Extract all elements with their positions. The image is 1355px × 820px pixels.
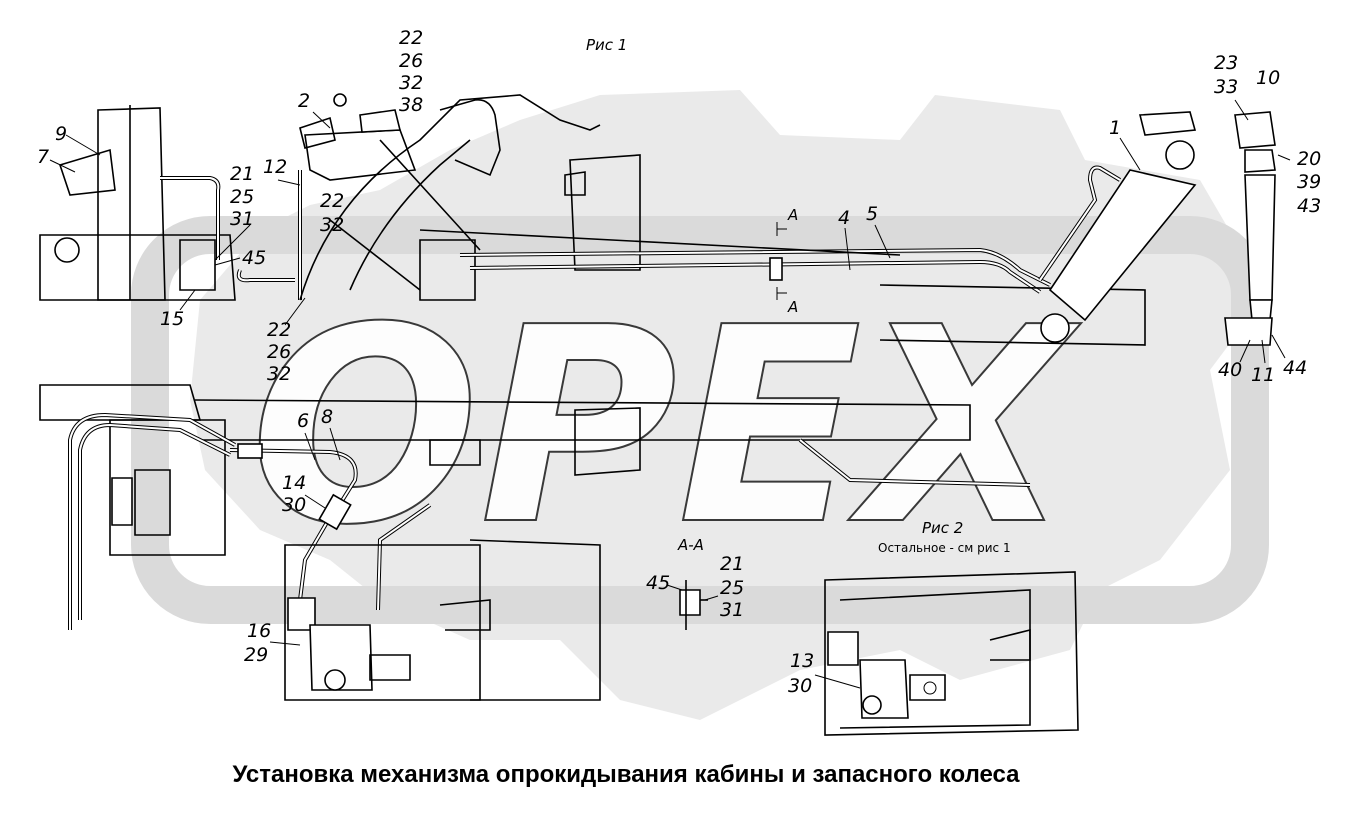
callout-22b: 22: [320, 190, 344, 212]
callout-16: 16: [247, 620, 271, 642]
callout-21: 21: [230, 163, 254, 185]
section-aa-callout-31: 31: [720, 599, 744, 621]
caption-figure2: Рис 2: [922, 519, 963, 537]
section-aa-drawing: [679, 580, 708, 630]
section-marker: A A: [776, 206, 798, 316]
callout-26: 26: [399, 50, 423, 72]
watermark: ОРЕХ: [131, 90, 1269, 720]
callout-40: 40: [1218, 359, 1242, 381]
callout-2: 2: [298, 90, 310, 112]
callout-23: 23: [1214, 52, 1238, 74]
callout-9: 9: [55, 123, 67, 145]
callout-29: 29: [244, 644, 268, 666]
callout-45: 45: [242, 247, 266, 269]
callout-5: 5: [866, 203, 878, 225]
callout-26c: 26: [267, 341, 291, 363]
figure1-callouts: Рис 1 22 26 32 38 2 9 7 12 21 25 31 22 3…: [37, 27, 1321, 666]
callout-15: 15: [160, 308, 184, 330]
callout-44: 44: [1283, 357, 1307, 379]
callout-32c: 32: [267, 363, 291, 385]
figure1-drawing: [39, 93, 1276, 346]
section-aa-callout-21: 21: [720, 553, 744, 575]
callout-32: 32: [399, 72, 423, 94]
callout-12: 12: [263, 156, 287, 178]
lower-assembly-drawing: [39, 384, 1031, 701]
figure2-note: Остальное - см рис 1: [878, 541, 1011, 555]
callout-11: 11: [1251, 364, 1275, 386]
section-aa-title: А-А: [677, 536, 704, 554]
section-aa-callout-25: 25: [720, 577, 744, 599]
callout-20: 20: [1297, 148, 1321, 170]
callout-8: 8: [321, 406, 333, 428]
callout-25: 25: [230, 186, 254, 208]
callout-4: 4: [838, 207, 850, 229]
callout-43: 43: [1297, 195, 1321, 217]
callout-6: 6: [297, 410, 309, 432]
callout-32b: 32: [320, 214, 344, 236]
callout-39: 39: [1297, 171, 1321, 193]
section-mark-top: A: [787, 206, 798, 224]
callout-22: 22: [399, 27, 423, 49]
section-mark-bottom: A: [787, 298, 798, 316]
callout-33: 33: [1214, 76, 1238, 98]
watermark-text: ОРЕХ: [250, 269, 1081, 584]
section-aa-callouts: А-А 45 21 25 31: [646, 536, 744, 621]
callout-7: 7: [37, 146, 49, 168]
caption-figure1: Рис 1: [586, 36, 627, 54]
section-aa-callout-45: 45: [646, 572, 670, 594]
figure2-callout-30: 30: [788, 675, 812, 697]
callout-10: 10: [1256, 67, 1280, 89]
figure2-drawing: [824, 571, 1079, 736]
callout-38: 38: [399, 94, 423, 116]
callout-31: 31: [230, 208, 254, 230]
figure2-callouts: Рис 2 Остальное - см рис 1 13 30: [788, 519, 1011, 697]
callout-30: 30: [282, 494, 306, 516]
figure2-callout-13: 13: [790, 650, 814, 672]
main-title: Установка механизма опрокидывания кабины…: [232, 761, 1020, 788]
callout-1: 1: [1109, 117, 1121, 139]
callout-14: 14: [282, 472, 306, 494]
